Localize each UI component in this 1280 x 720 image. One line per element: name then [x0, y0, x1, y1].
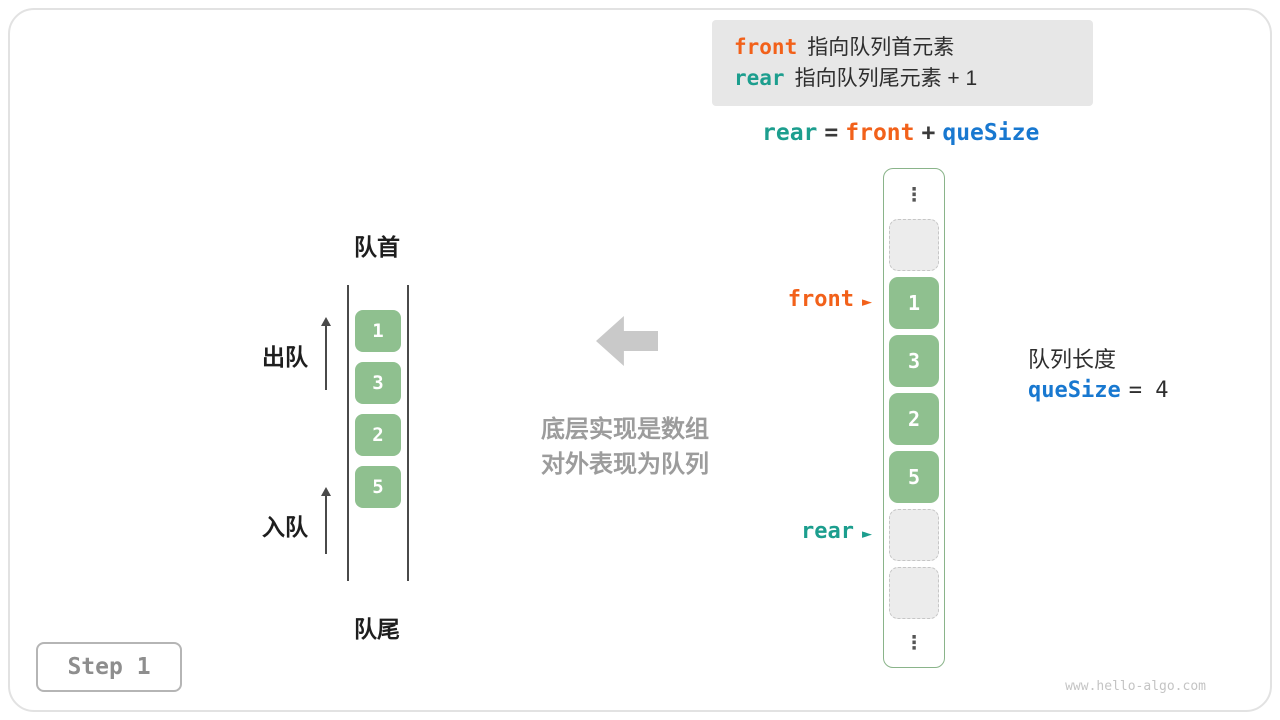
array-cell: 2 [889, 393, 939, 445]
caption-line-2: 对外表现为队列 [541, 451, 709, 478]
front-keyword: front [734, 35, 798, 59]
queue-tail-label: 队尾 [354, 616, 400, 642]
pointer-legend-box: front 指向队列首元素 rear 指向队列尾元素 + 1 [712, 20, 1093, 106]
legend-rear-line: rear 指向队列尾元素 + 1 [734, 63, 1071, 94]
queue-cell: 5 [355, 466, 401, 508]
array-column: ⋮ 1 3 2 5 ⋮ [883, 168, 945, 668]
dequeue-label: 出队 [262, 344, 308, 370]
rear-description: 指向队列尾元素 + 1 [794, 67, 978, 90]
formula-quesize: queSize [942, 120, 1040, 146]
rear-keyword: rear [734, 66, 785, 90]
quesize-value-line: queSize = 4 [1028, 378, 1168, 403]
formula-rear: rear [762, 120, 818, 146]
array-cell: 1 [889, 277, 939, 329]
step-badge: Step 1 [36, 642, 182, 692]
array-cell: 3 [889, 335, 939, 387]
front-description: 指向队列首元素 [807, 36, 955, 59]
front-pointer-label: front ► [672, 287, 872, 312]
ellipsis-bottom: ⋮ [904, 632, 924, 654]
formula-equals: = [824, 120, 839, 146]
rear-formula: rear=front+queSize [762, 120, 1046, 146]
rear-pointer-arrow-icon: ► [862, 527, 872, 542]
quesize-value: = 4 [1128, 378, 1169, 403]
array-cell: 5 [889, 451, 939, 503]
queue-cell: 3 [355, 362, 401, 404]
ellipsis-top: ⋮ [904, 184, 924, 206]
enqueue-arrow-icon [321, 487, 331, 554]
formula-plus: + [921, 120, 936, 146]
queue-cell: 2 [355, 414, 401, 456]
array-cell-empty [889, 219, 939, 271]
watermark: www.hello-algo.com [1065, 679, 1206, 694]
enqueue-label: 入队 [262, 514, 308, 540]
front-pointer-arrow-icon: ► [862, 295, 872, 310]
front-pointer-text: front [787, 287, 854, 312]
queue-length-label: 队列长度 [1028, 347, 1117, 372]
queue-left-rail [347, 285, 349, 581]
dequeue-arrow-icon [321, 317, 331, 390]
queue-cell: 1 [355, 310, 401, 352]
caption-line-1: 底层实现是数组 [541, 416, 709, 443]
rear-pointer-label: rear ► [672, 519, 872, 544]
queue-right-rail [407, 285, 409, 581]
array-cell-empty [889, 567, 939, 619]
array-cell-empty [889, 509, 939, 561]
center-caption: 底层实现是数组 对外表现为队列 [495, 412, 755, 482]
legend-front-line: front 指向队列首元素 [734, 32, 1071, 63]
diagram-card [8, 8, 1272, 712]
formula-front: front [845, 120, 915, 146]
quesize-keyword: queSize [1028, 378, 1121, 403]
queue-head-label: 队首 [354, 234, 400, 260]
rear-pointer-text: rear [801, 519, 854, 544]
